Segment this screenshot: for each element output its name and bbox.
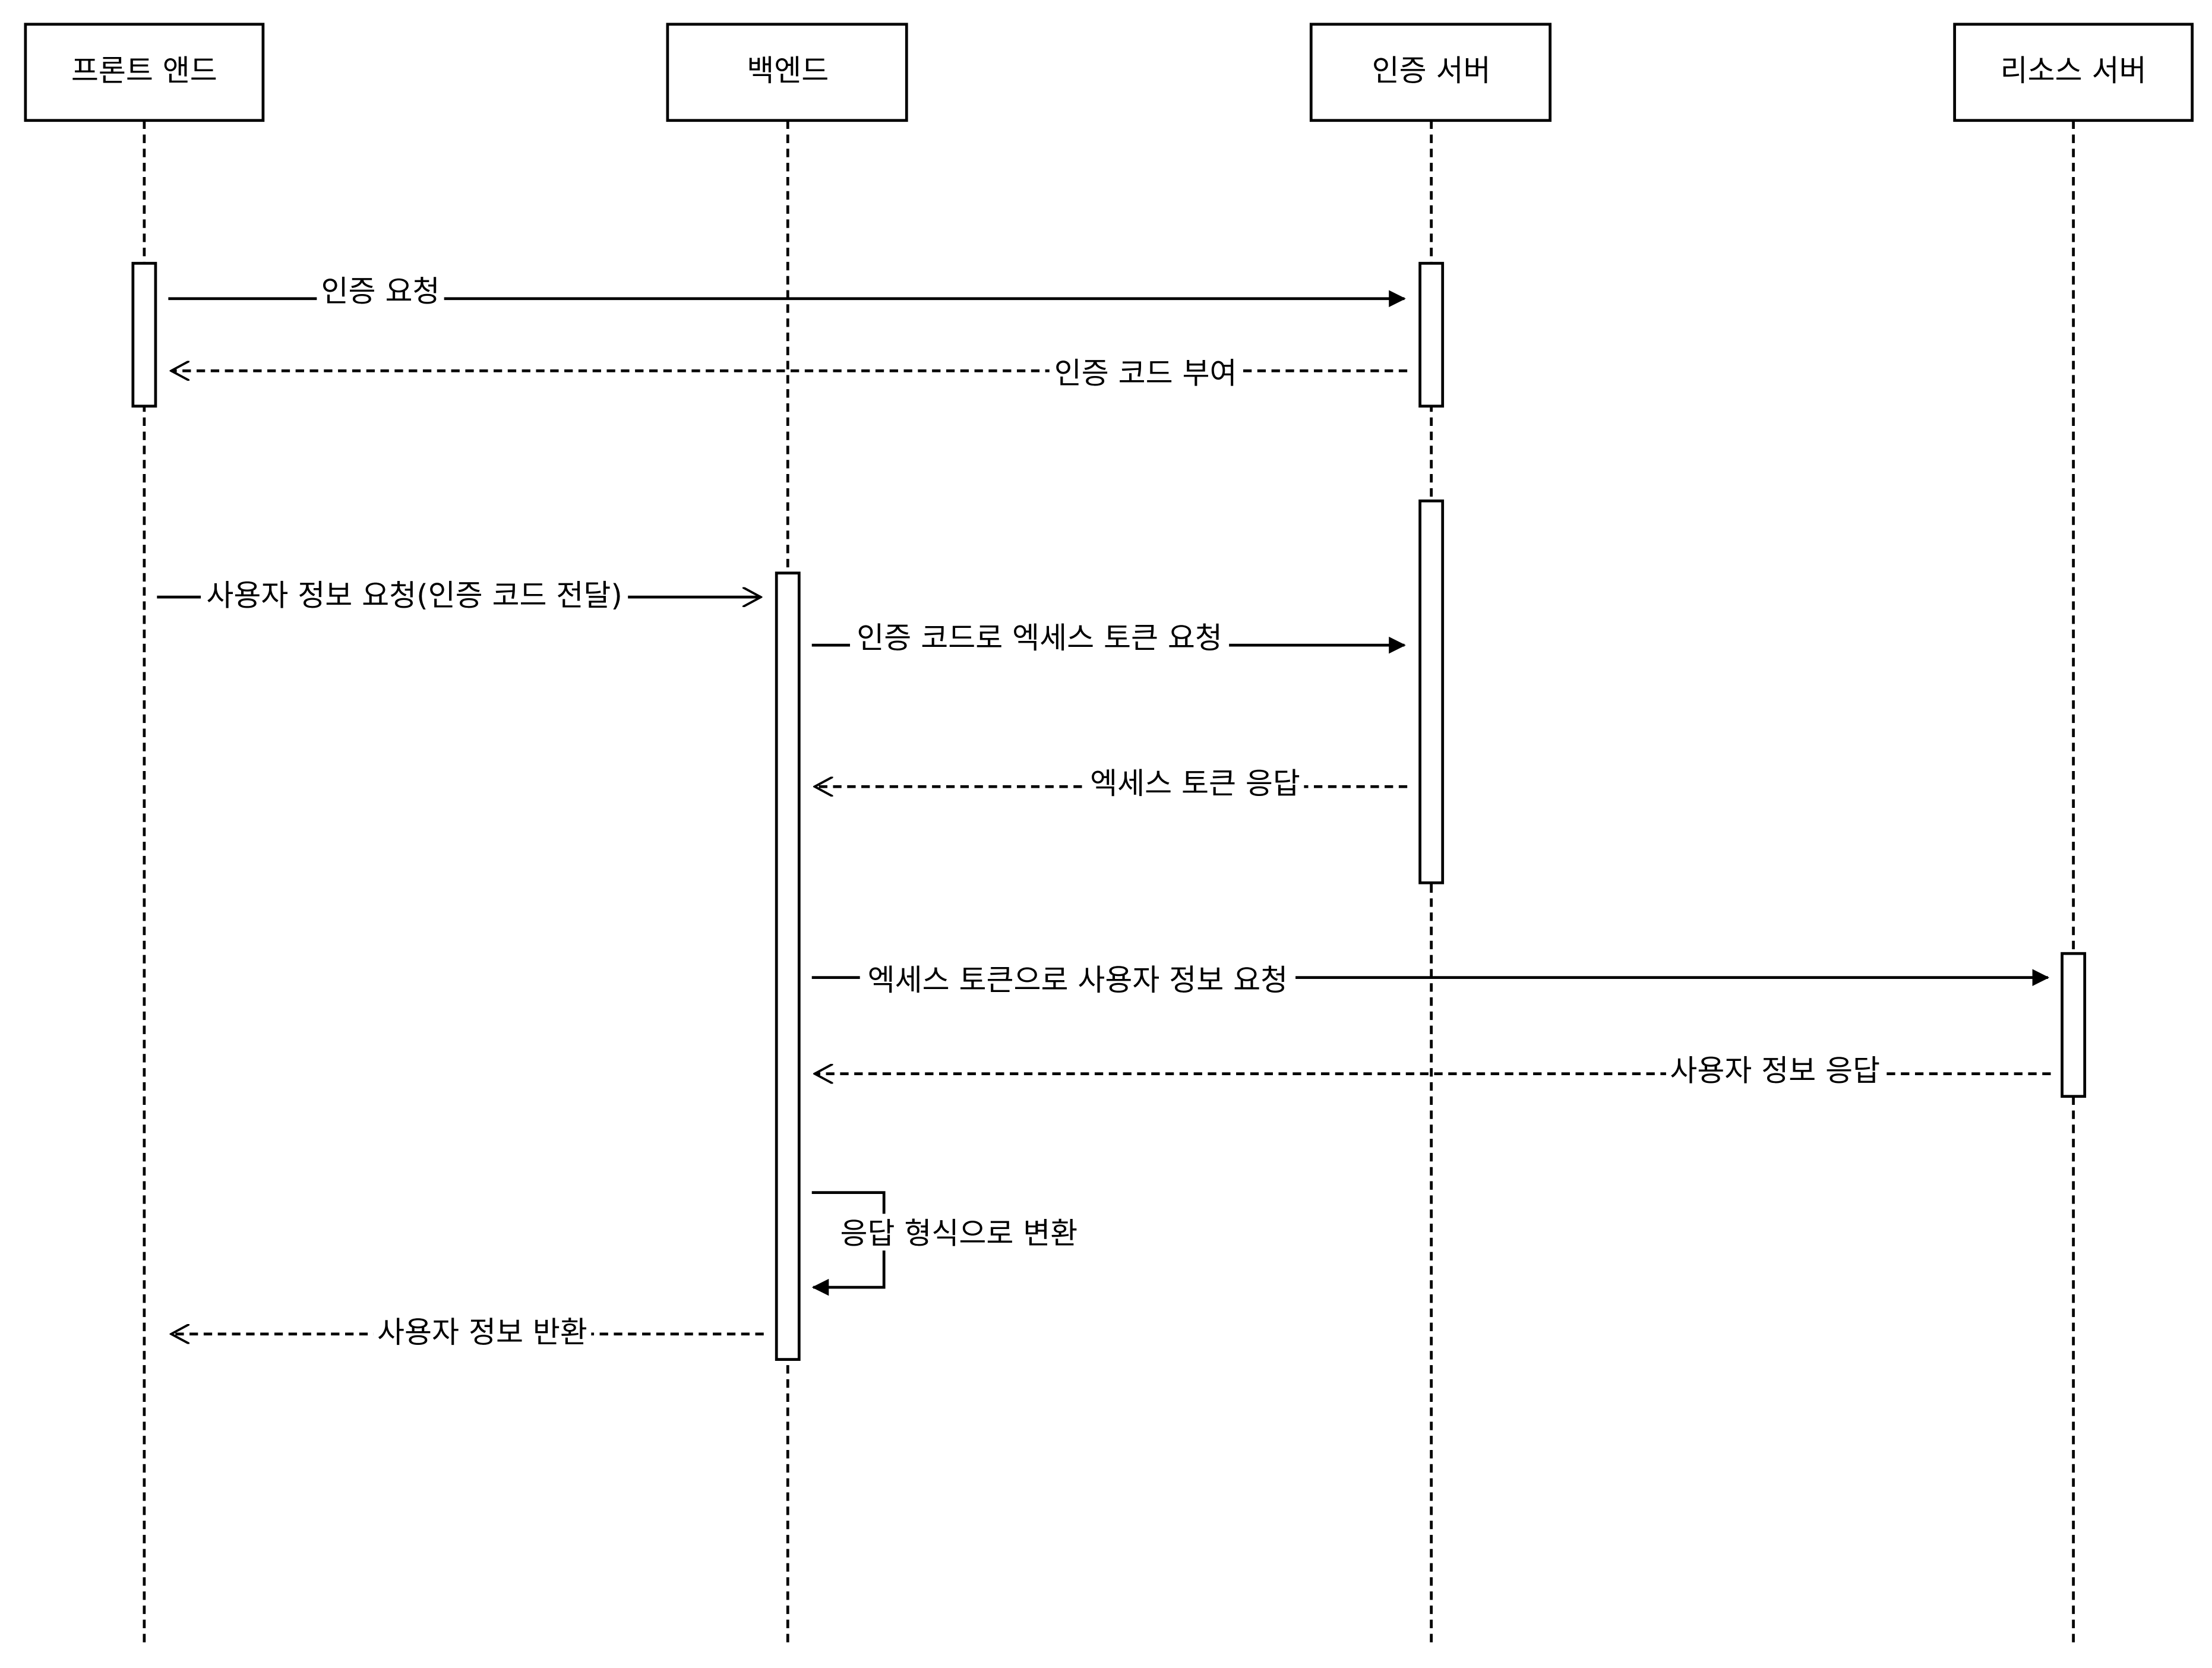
activation-backend [775, 571, 801, 1361]
message-token-request-label: 인증 코드로 엑세스 토큰 요청 [857, 621, 1222, 655]
message-user-info-return: 사용자 정보 반환 [171, 1314, 764, 1351]
message-auth-code-grant-label: 인증 코드 부여 [1054, 356, 1237, 391]
participant-auth: 인증 서버 [1309, 23, 1552, 122]
participant-auth-label: 인증 서버 [1372, 53, 1491, 88]
participant-frontend-label: 프론트 앤드 [71, 53, 217, 88]
message-resource-request: 엑세스 토큰으로 사용자 정보 요청 [811, 961, 2050, 997]
participant-resource-label: 리소스 서버 [2001, 53, 2147, 88]
message-resource-request-label: 엑세스 토큰으로 사용자 정보 요청 [868, 963, 1288, 997]
message-auth-code-grant: 인증 코드 부여 [171, 353, 1408, 391]
participant-backend: 백엔드 [666, 23, 908, 122]
activation-resource [2061, 952, 2087, 1098]
activation-auth-1 [1418, 261, 1445, 408]
message-user-info-request: 사용자 정보 요청(인증 코드 전달) [157, 577, 761, 614]
message-auth-request-label: 인증 요청 [321, 274, 440, 309]
message-token-response-label: 엑세스 토큰 응답 [1090, 766, 1300, 801]
message-resource-response: 사용자 정보 응답 [814, 1053, 2051, 1091]
message-token-response: 엑세스 토큰 응답 [814, 766, 1408, 804]
activation-frontend [131, 261, 157, 408]
message-resource-response-label: 사용자 정보 응답 [1670, 1053, 1880, 1088]
participant-backend-label: 백엔드 [747, 53, 829, 88]
message-user-info-return-label: 사용자 정보 반환 [377, 1315, 587, 1350]
message-token-request: 인증 코드로 엑세스 토큰 요청 [811, 621, 1406, 659]
participant-frontend: 프론트 앤드 [24, 23, 265, 122]
message-self-transform-label: 응답 형식으로 변환 [840, 1216, 1077, 1250]
activation-auth-2 [1418, 499, 1445, 884]
participant-resource: 리소스 서버 [1953, 23, 2194, 122]
message-user-info-request-label: 사용자 정보 요청(인증 코드 전달) [206, 578, 622, 612]
message-auth-request: 인증 요청 [168, 274, 1406, 316]
message-self-transform: 응답 형식으로 변환 [811, 1191, 1085, 1296]
